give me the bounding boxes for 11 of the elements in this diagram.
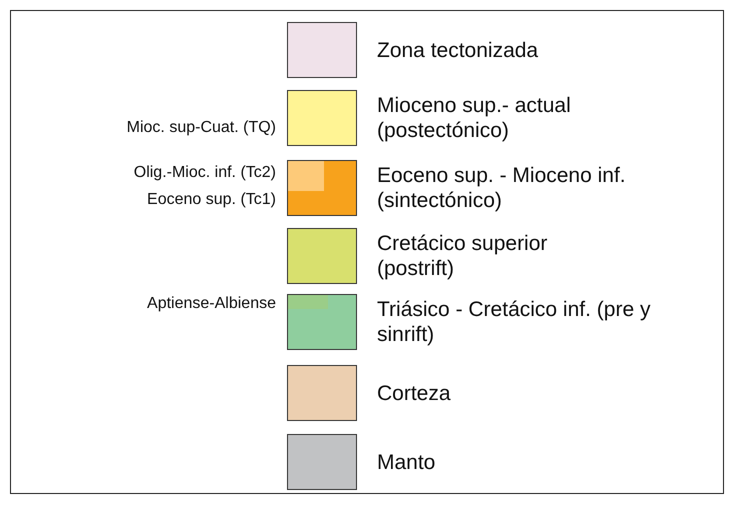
legend-label: Manto xyxy=(377,450,436,474)
legend-label: Mioceno sup.- actual (postectónico) xyxy=(377,93,572,143)
legend-label: Triásico - Cretácico inf. (pre y sinrift) xyxy=(377,297,652,347)
legend-label: Zona tectonizada xyxy=(377,38,540,62)
unit-label: Mioc. sup-Cuat. (TQ) xyxy=(126,118,276,137)
unit-label: Olig.-Mioc. inf. (Tc2) xyxy=(134,163,276,182)
legend-label: Corteza xyxy=(377,380,452,406)
legend-label: Cretácico superior (postrift) xyxy=(377,231,548,281)
unit-label: Aptiense-Albiense xyxy=(147,294,276,313)
legend-label: Eoceno sup. - Mioceno inf. (sintectónico) xyxy=(377,163,627,213)
unit-label: Eoceno sup. (Tc1) xyxy=(147,190,276,209)
